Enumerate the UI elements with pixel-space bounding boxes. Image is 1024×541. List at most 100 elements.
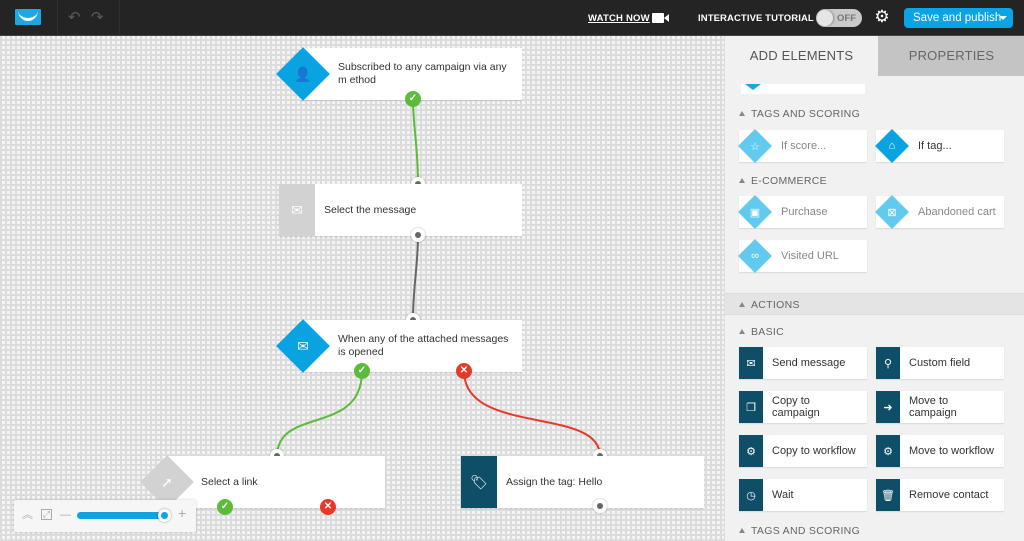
section-header-actions[interactable]: ACTIONS: [725, 293, 1024, 315]
grid-line: [0, 261, 724, 262]
zoom-in-icon[interactable]: +: [178, 505, 187, 521]
grid-line: [428, 36, 429, 541]
section-header-basic[interactable]: BASIC: [725, 326, 1024, 338]
tab-add-elements[interactable]: ADD ELEMENTS: [725, 36, 878, 76]
grid-line: [0, 306, 724, 307]
yes-branch-badge[interactable]: ✓: [217, 499, 233, 515]
person-icon: 👤: [294, 65, 312, 82]
zoom-slider-track[interactable]: [77, 512, 167, 519]
grid-line: [0, 36, 724, 37]
grid-line: [0, 171, 724, 172]
workflow-node-assign-tag[interactable]: 🏷 Assign the tag: Hello: [461, 456, 704, 508]
yes-branch-badge[interactable]: ✓: [405, 91, 421, 107]
node-label: Select the message: [324, 203, 417, 216]
zoom-controls: ︽ ⤢ — +: [14, 500, 196, 532]
grid-line: [0, 531, 724, 532]
logo-icon[interactable]: [15, 9, 41, 25]
envelope-icon: ✉: [739, 347, 763, 379]
output-port[interactable]: [593, 499, 607, 513]
zoom-out-icon[interactable]: —: [60, 509, 71, 521]
settings-gear-icon[interactable]: ⚙: [874, 7, 890, 26]
tab-properties[interactable]: PROPERTIES: [878, 36, 1024, 76]
grid-line: [698, 36, 699, 541]
no-branch-badge[interactable]: ✕: [320, 499, 336, 515]
action-copy-to-workflow[interactable]: ⚙ Copy to workflow: [739, 435, 867, 467]
workflow-node-select-link[interactable]: Select a link: [163, 456, 385, 508]
section-header-tags-scoring-actions[interactable]: TAGS AND SCORING: [725, 525, 1024, 537]
yes-branch-badge[interactable]: ✓: [354, 363, 370, 379]
section-header-ecommerce[interactable]: E-COMMERCE: [725, 175, 1024, 187]
diamond: ⊠: [875, 195, 909, 229]
basket-icon: ⊠: [887, 206, 897, 219]
zoom-slider-thumb[interactable]: [158, 509, 171, 522]
collapse-icon[interactable]: ︽: [22, 509, 33, 521]
copy-icon: ❐: [739, 391, 763, 423]
element-visited-url[interactable]: ∞ Visited URL: [738, 239, 867, 273]
diamond: ⌂: [875, 129, 909, 163]
grid-line: [68, 36, 69, 541]
toggle-state: OFF: [837, 13, 856, 24]
redo-icon[interactable]: ↷: [91, 9, 104, 26]
grid-line: [0, 441, 724, 442]
workflow-canvas[interactable]: Subscribed to any campaign via any m eth…: [0, 36, 724, 541]
grid-line: [0, 396, 724, 397]
action-remove-contact[interactable]: 🗑 Remove contact: [876, 479, 1004, 511]
action-move-to-campaign[interactable]: ➜ Move to campaign: [876, 391, 1004, 423]
grid-line: [158, 36, 159, 541]
sidebar-panel: ADD ELEMENTS PROPERTIES TAGS AND SCORING…: [724, 36, 1024, 541]
grid-line: [473, 36, 474, 541]
action-custom-field[interactable]: ⚲ Custom field: [876, 347, 1004, 379]
save-and-publish-label: Save and publish: [913, 12, 1002, 24]
node-diamond[interactable]: 👤: [276, 47, 330, 101]
tutorial-toggle[interactable]: OFF: [816, 9, 862, 27]
workflow-node-subscribed[interactable]: Subscribed to any campaign via any m eth…: [300, 48, 522, 100]
grid-line: [338, 36, 339, 541]
action-copy-to-campaign[interactable]: ❐ Copy to campaign: [739, 391, 867, 423]
cursor-click-icon: ➚: [161, 473, 173, 490]
grid-line: [653, 36, 654, 541]
element-abandoned-cart[interactable]: ⊠ Abandoned cart: [875, 195, 1004, 229]
star-icon: ☆: [750, 140, 760, 153]
watch-now-link[interactable]: WATCH NOW: [588, 13, 650, 24]
toggle-knob: [817, 10, 833, 26]
undo-icon[interactable]: ↶: [68, 9, 81, 26]
history-controls: ↶ ↷: [58, 0, 120, 36]
node-label: When any of the attached messages is ope…: [338, 333, 509, 358]
workflow-node-select-message[interactable]: ✉ Select the message: [279, 184, 522, 236]
node-diamond[interactable]: ✉: [276, 319, 330, 373]
tag-icon: 🏷: [461, 456, 497, 508]
no-branch-badge[interactable]: ✕: [456, 363, 472, 379]
diamond: ∞: [738, 239, 772, 273]
person-field-icon: ⚲: [876, 347, 900, 379]
save-and-publish-button[interactable]: Save and publish: [904, 8, 1013, 28]
element-if-tag[interactable]: ⌂ If tag...: [875, 129, 1004, 163]
partial-element-card[interactable]: [741, 84, 865, 94]
collapse-triangle-icon: [739, 178, 745, 183]
section-header-tags-scoring[interactable]: TAGS AND SCORING: [725, 108, 1024, 120]
collapse-triangle-icon: [739, 329, 745, 334]
trash-icon: 🗑: [876, 479, 900, 511]
collapse-triangle-icon: [739, 302, 745, 307]
grid-line: [248, 36, 249, 541]
action-send-message[interactable]: ✉ Send message: [739, 347, 867, 379]
arrow-circle-icon: ➜: [876, 391, 900, 423]
grid-line: [293, 36, 294, 541]
link-icon: ∞: [751, 250, 759, 262]
video-camera-icon[interactable]: [652, 13, 669, 23]
envelope-icon: ✉: [279, 184, 315, 236]
diamond: ▣: [738, 195, 772, 229]
fit-to-screen-icon[interactable]: ⤢: [41, 509, 52, 520]
wallet-icon: ▣: [749, 206, 761, 219]
workflow-node-message-opened[interactable]: When any of the attached messages is ope…: [300, 320, 522, 372]
chevron-down-icon: [999, 16, 1007, 20]
sidebar-tabs: ADD ELEMENTS PROPERTIES: [725, 36, 1024, 76]
element-if-score[interactable]: ☆ If score...: [738, 129, 867, 163]
output-port[interactable]: [411, 228, 425, 242]
action-move-to-workflow[interactable]: ⚙ Move to workflow: [876, 435, 1004, 467]
element-purchase[interactable]: ▣ Purchase: [738, 195, 867, 229]
diamond: ☆: [738, 129, 772, 163]
grid-line: [0, 126, 724, 127]
action-wait[interactable]: ◷ Wait: [739, 479, 867, 511]
logo-area: [0, 0, 58, 36]
node-label: Assign the tag: Hello: [506, 475, 603, 488]
